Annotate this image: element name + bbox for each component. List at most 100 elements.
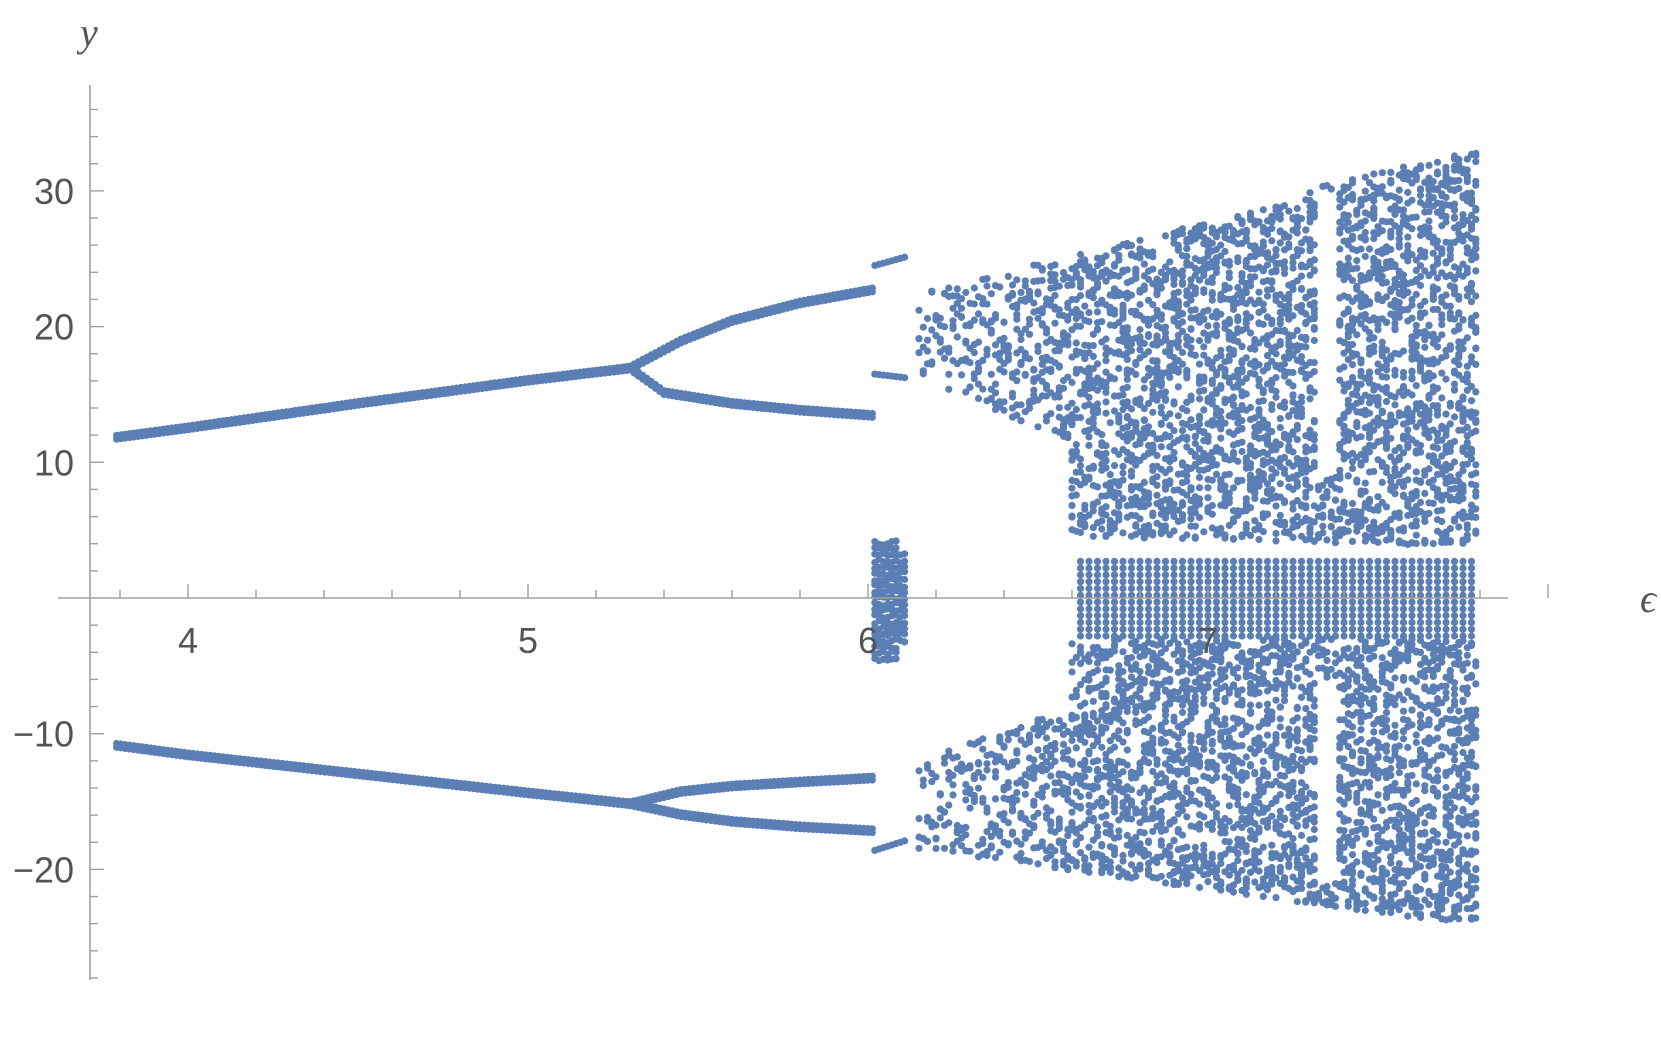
data-point — [1161, 612, 1170, 620]
data-point — [1238, 217, 1246, 225]
data-point — [1051, 261, 1059, 269]
data-point — [1200, 224, 1208, 232]
data-point — [1229, 450, 1238, 458]
data-point — [1242, 495, 1250, 503]
data-point — [1217, 241, 1225, 249]
data-point — [1034, 290, 1042, 298]
data-point — [1153, 584, 1161, 593]
data-point — [1234, 875, 1242, 883]
data-point — [1119, 719, 1127, 727]
data-point — [1085, 632, 1093, 640]
data-point — [1229, 564, 1238, 572]
data-point — [1136, 557, 1144, 566]
data-point — [1166, 665, 1174, 674]
data-point — [901, 583, 909, 591]
data-point — [1089, 507, 1097, 515]
data-point — [1017, 288, 1025, 296]
data-point — [1110, 794, 1119, 802]
data-point — [1157, 815, 1165, 823]
data-point — [1289, 752, 1297, 760]
data-point — [1217, 352, 1225, 360]
data-point — [974, 368, 983, 376]
data-point — [1149, 443, 1157, 451]
data-point — [1144, 332, 1153, 340]
data-point — [1153, 598, 1161, 606]
data-point — [1255, 482, 1263, 490]
data-point — [1272, 598, 1280, 606]
data-point — [1178, 807, 1187, 815]
data-point — [1195, 760, 1204, 768]
data-point — [1144, 605, 1153, 613]
data-point — [970, 284, 978, 292]
data-point — [1132, 265, 1140, 273]
data-point — [1255, 578, 1263, 586]
data-point — [1255, 701, 1263, 709]
data-point — [1259, 670, 1267, 678]
data-point — [1093, 632, 1102, 640]
data-point — [1280, 625, 1289, 633]
data-point — [1276, 415, 1284, 423]
data-point — [1081, 501, 1089, 509]
data-point — [1272, 350, 1280, 358]
data-point — [1255, 867, 1263, 875]
data-point — [1221, 605, 1229, 613]
data-point — [1246, 571, 1255, 579]
data-point — [1157, 837, 1165, 845]
data-point — [1025, 733, 1034, 741]
data-point — [1102, 503, 1110, 511]
data-point — [1170, 584, 1178, 593]
data-point — [1238, 605, 1246, 613]
data-point — [1013, 747, 1021, 755]
data-point — [1081, 759, 1089, 767]
data-point — [1178, 310, 1187, 318]
data-point — [966, 322, 974, 330]
data-point — [1072, 448, 1080, 456]
data-point — [1178, 612, 1187, 620]
data-point — [1268, 224, 1276, 233]
data-point — [1229, 888, 1238, 896]
data-point — [1085, 657, 1093, 666]
data-point — [1017, 335, 1025, 344]
data-point — [1268, 812, 1276, 820]
data-point — [1280, 816, 1289, 824]
data-point — [1068, 819, 1076, 828]
data-point — [1144, 423, 1153, 431]
data-point — [1030, 824, 1038, 832]
data-point — [1030, 365, 1038, 373]
data-point — [1034, 860, 1042, 868]
data-point — [974, 310, 983, 318]
data-point — [1102, 442, 1110, 450]
data-point — [1200, 386, 1208, 394]
data-point — [1110, 310, 1119, 318]
data-point — [1234, 790, 1242, 798]
data-point — [1021, 277, 1029, 285]
data-point — [1110, 578, 1119, 586]
data-point — [1242, 772, 1250, 780]
data-point — [1064, 864, 1072, 872]
data-point — [1280, 521, 1289, 530]
data-point — [1212, 329, 1221, 337]
data-point — [1115, 256, 1123, 264]
data-point — [1178, 348, 1187, 357]
data-point — [1187, 296, 1195, 304]
data-point — [1161, 564, 1170, 572]
data-point — [1085, 868, 1093, 876]
data-point — [1170, 625, 1178, 633]
data-point — [1102, 703, 1110, 711]
data-point — [1013, 377, 1021, 385]
data-point — [1059, 424, 1068, 432]
data-point — [1246, 618, 1255, 627]
data-point — [1246, 403, 1255, 412]
data-point — [1132, 419, 1140, 427]
data-point — [1127, 654, 1136, 662]
data-point — [1187, 325, 1195, 333]
data-point — [1259, 528, 1267, 536]
data-point — [1166, 465, 1174, 473]
data-point — [1123, 324, 1131, 332]
data-point — [1013, 730, 1021, 738]
data-point — [1161, 557, 1170, 566]
data-point — [1102, 564, 1110, 572]
data-point — [1110, 524, 1119, 533]
data-point — [1272, 393, 1280, 401]
data-point — [1106, 419, 1114, 427]
